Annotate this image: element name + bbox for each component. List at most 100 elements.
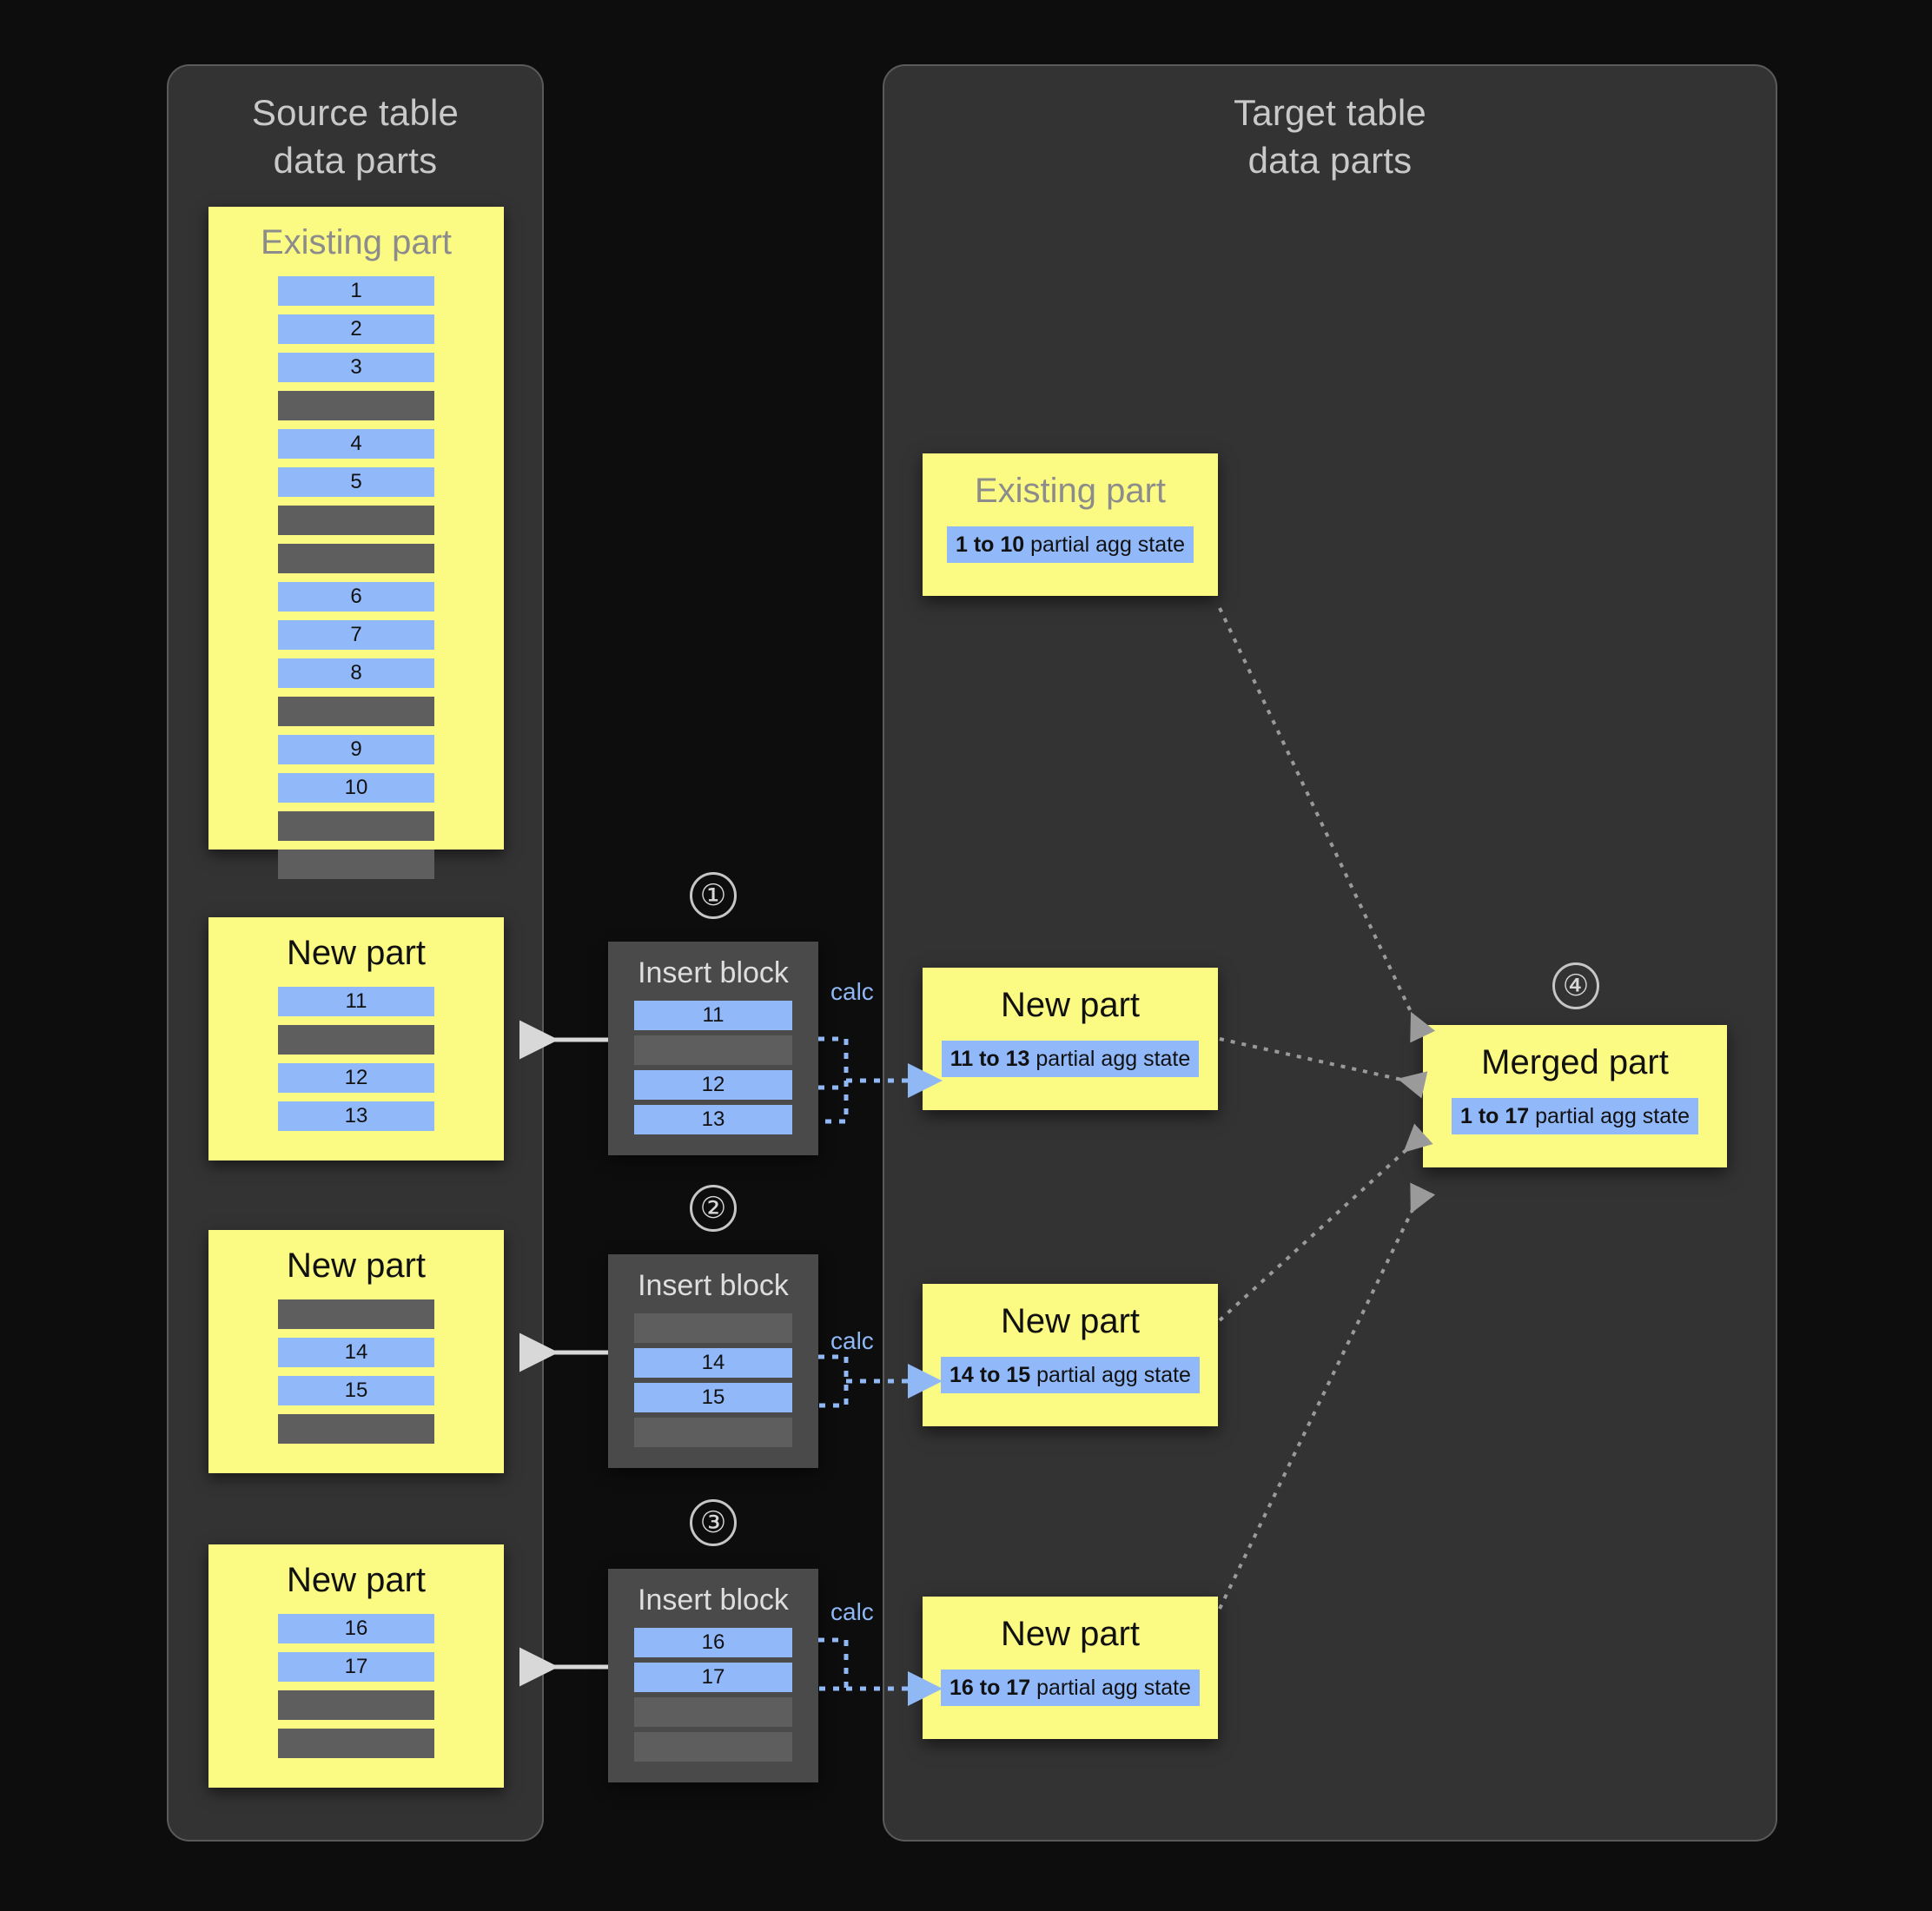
agg-range: 14 to 15 <box>949 1363 1031 1387</box>
step-marker-2: ② <box>690 1185 737 1232</box>
insert-3-row: 16 <box>634 1628 792 1657</box>
insert-2-row <box>634 1418 792 1447</box>
calc-bracket-3a <box>818 1637 849 1691</box>
target-new-part-3-title: New part <box>1000 1615 1141 1653</box>
target-merged-part: Merged part 1 to 17 partial agg state <box>1423 1025 1727 1167</box>
source-existing-row: 7 <box>278 620 434 650</box>
agg-range: 16 to 17 <box>949 1676 1031 1700</box>
target-existing-part-agg: 1 to 10 partial agg state <box>946 526 1194 563</box>
target-panel-title: Target table data parts <box>1234 92 1426 181</box>
calc-label-1: calc <box>830 978 874 1005</box>
source-existing-row <box>278 850 434 879</box>
step-marker-1: ① <box>690 872 737 919</box>
calc-label-2: calc <box>830 1327 874 1354</box>
source-existing-row: 9 <box>278 735 434 764</box>
insert-3-row <box>634 1697 792 1727</box>
source-new-1-row: 12 <box>278 1063 434 1093</box>
source-existing-row: 1 <box>278 276 434 306</box>
source-existing-row: 3 <box>278 353 434 382</box>
target-new-part-1-title: New part <box>1000 986 1141 1024</box>
target-new-part-2-title: New part <box>1000 1302 1141 1340</box>
step-marker-3: ③ <box>690 1499 737 1546</box>
insert-block-2-title: Insert block <box>638 1269 789 1302</box>
insert-block-1-title: Insert block <box>638 956 789 989</box>
insert-1-row <box>634 1035 792 1065</box>
source-new-2-row <box>278 1414 434 1444</box>
source-new-part-3-title: New part <box>286 1561 427 1599</box>
agg-range: 1 to 10 <box>955 532 1025 557</box>
source-new-part-1-title: New part <box>286 934 427 972</box>
source-new-1-row: 11 <box>278 987 434 1016</box>
target-new-part-1-agg: 11 to 13 partial agg state <box>941 1041 1200 1077</box>
source-new-part-1-rows: 11 12 13 <box>208 975 504 1155</box>
source-existing-row: 2 <box>278 314 434 344</box>
source-new-2-row: 15 <box>278 1376 434 1405</box>
source-new-part-1: New part 11 12 13 <box>208 917 504 1160</box>
source-existing-row: 10 <box>278 773 434 803</box>
source-new-3-row <box>278 1729 434 1758</box>
calc-label-3: calc <box>830 1598 874 1625</box>
insert-3-row: 17 <box>634 1663 792 1692</box>
insert-2-row: 15 <box>634 1383 792 1412</box>
target-merged-part-title: Merged part <box>1481 1043 1669 1081</box>
source-existing-row <box>278 391 434 420</box>
insert-2-row: 14 <box>634 1348 792 1378</box>
calc-bracket-1a <box>818 1036 849 1124</box>
source-existing-row <box>278 506 434 535</box>
target-new-part-3: New part 16 to 17 partial agg state <box>923 1597 1218 1739</box>
agg-suffix: partial agg state <box>1030 1363 1191 1387</box>
source-existing-row <box>278 811 434 841</box>
source-new-3-row: 16 <box>278 1614 434 1643</box>
source-new-2-row: 14 <box>278 1338 434 1367</box>
agg-suffix: partial agg state <box>1029 1047 1191 1071</box>
target-new-part-3-agg: 16 to 17 partial agg state <box>941 1670 1200 1706</box>
target-merged-part-agg: 1 to 17 partial agg state <box>1451 1098 1699 1134</box>
source-new-2-row <box>278 1299 434 1329</box>
insert-3-row <box>634 1732 792 1762</box>
agg-suffix: partial agg state <box>1529 1104 1690 1128</box>
agg-range: 1 to 17 <box>1459 1104 1530 1128</box>
target-new-part-2-agg: 14 to 15 partial agg state <box>941 1357 1200 1393</box>
insert-1-row: 12 <box>634 1070 792 1100</box>
source-new-1-row: 13 <box>278 1101 434 1131</box>
insert-block-3-title: Insert block <box>638 1584 789 1617</box>
calc-bracket-2a <box>818 1354 849 1408</box>
insert-1-row: 11 <box>634 1001 792 1030</box>
source-existing-row: 8 <box>278 658 434 688</box>
target-new-part-2: New part 14 to 15 partial agg state <box>923 1284 1218 1426</box>
source-existing-row: 6 <box>278 582 434 612</box>
insert-1-row: 13 <box>634 1105 792 1134</box>
source-new-3-row: 17 <box>278 1652 434 1682</box>
source-existing-part-title: Existing part <box>260 223 453 261</box>
source-new-3-row <box>278 1690 434 1720</box>
target-new-part-1: New part 11 to 13 partial agg state <box>923 968 1218 1110</box>
source-new-1-row <box>278 1025 434 1055</box>
agg-suffix: partial agg state <box>1024 532 1186 557</box>
insert-block-1-rows: 11 12 13 <box>608 1001 818 1134</box>
target-existing-part: Existing part 1 to 10 partial agg state <box>923 453 1218 596</box>
source-new-part-2-title: New part <box>286 1246 427 1285</box>
target-existing-part-title: Existing part <box>974 472 1167 510</box>
agg-range: 11 to 13 <box>949 1047 1030 1071</box>
target-table-panel: Target table data parts <box>883 64 1777 1842</box>
agg-suffix: partial agg state <box>1030 1676 1191 1700</box>
source-panel-title: Source table data parts <box>251 92 460 181</box>
source-existing-row <box>278 544 434 573</box>
source-existing-row <box>278 697 434 726</box>
insert-block-1: Insert block 11 12 13 <box>608 942 818 1155</box>
insert-2-row <box>634 1313 792 1343</box>
source-existing-row: 5 <box>278 467 434 497</box>
step-marker-4: ④ <box>1552 962 1599 1009</box>
